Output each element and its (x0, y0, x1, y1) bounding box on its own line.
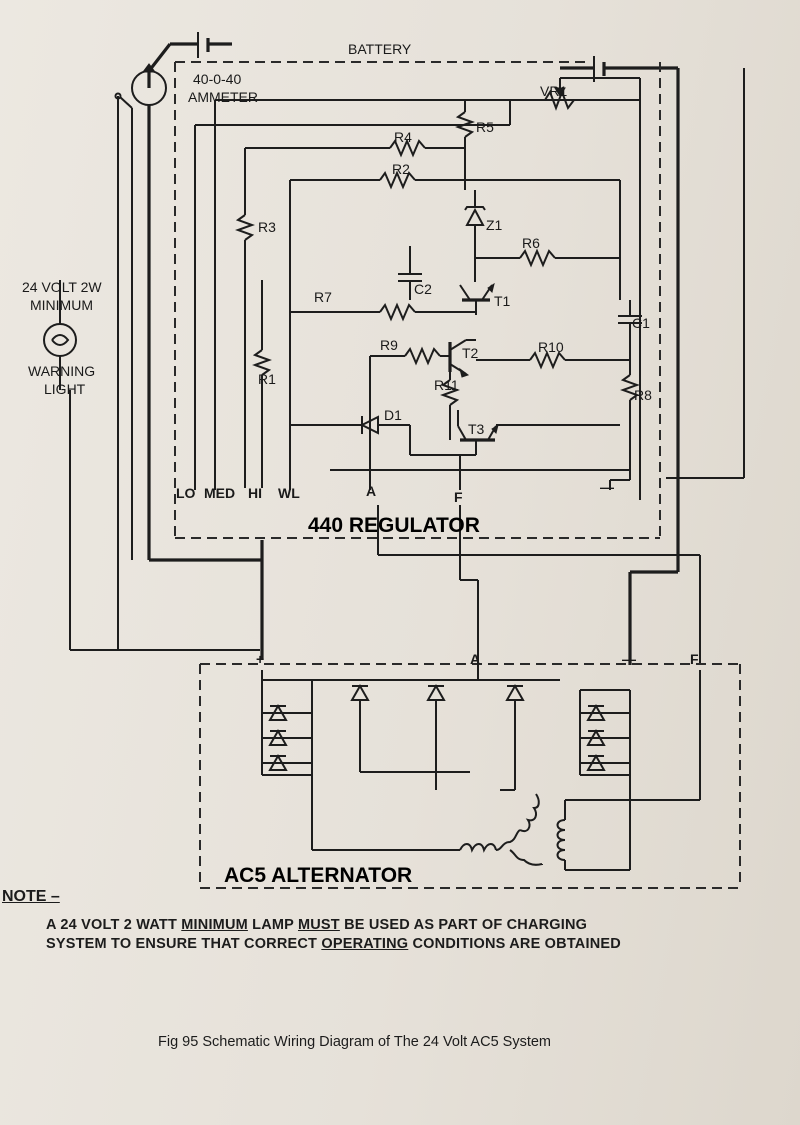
stator-winding-4 (509, 849, 543, 866)
terminal-minus: — (600, 479, 614, 495)
terminal-med: MED (204, 485, 235, 501)
t3-label: T3 (468, 421, 485, 437)
note-line2-operating: OPERATING (321, 936, 409, 952)
r7-resistor (379, 302, 416, 322)
terminal-a: A (366, 483, 376, 499)
r11-label: R11 (434, 377, 459, 393)
alternator-outline (199, 663, 741, 889)
r6-resistor (519, 248, 556, 268)
r4-label: R4 (394, 129, 412, 145)
regulator-title: 440 REGULATOR (308, 514, 480, 537)
r1-label: R1 (258, 371, 276, 387)
lamp-minimum-label: MINIMUM (30, 297, 93, 313)
terminal-f: F (454, 489, 463, 505)
r2-resistor (379, 170, 416, 190)
alternator-terminal-f: F (690, 651, 699, 667)
vr1-label: VR1 (540, 83, 567, 99)
r11-resistor (440, 379, 460, 406)
r6-label: R6 (522, 235, 540, 251)
stator-winding-1 (459, 843, 497, 853)
r5-label: R5 (476, 119, 494, 135)
note-line1-minimum: MINIMUM (181, 917, 248, 933)
t1-label: T1 (494, 293, 511, 309)
note-line2-c: CONDITIONS ARE OBTAINED (408, 936, 621, 952)
warning-light-icon (43, 323, 77, 357)
warning-lamp (43, 280, 77, 650)
d1-label: D1 (384, 407, 402, 423)
t2-label: T2 (462, 345, 479, 361)
c1-label: C1 (632, 315, 650, 331)
note-line1-must: MUST (297, 917, 340, 933)
alternator-circuit (261, 660, 701, 871)
rectifier-diode-5 (426, 683, 446, 701)
rectifier-diode-6 (505, 683, 525, 701)
stator-winding-3 (519, 793, 540, 832)
r7-label: R7 (314, 289, 332, 305)
ammeter-label: AMMETER (188, 89, 258, 105)
schematic-labels: BATTERY 40-0-40 AMMETER 24 VOLT 2W MINIM… (22, 41, 699, 887)
note-text: A 24 VOLT 2 WATT MINIMUM LAMP MUST BE US… (46, 916, 766, 954)
alternator-terminal-minus: — (622, 651, 636, 667)
ignition-switch-icon (119, 96, 133, 109)
terminal-wl: WL (278, 485, 300, 501)
r3-resistor (235, 214, 255, 241)
note-line1-e: BE USED AS PART OF CHARGING (339, 917, 588, 933)
lamp-spec-label: 24 VOLT 2W (22, 279, 102, 295)
r4-resistor (389, 138, 426, 158)
battery-circuit (114, 32, 678, 560)
alternator-terminal-a: A (470, 651, 480, 667)
c2-label: C2 (414, 281, 432, 297)
note-line1-c: LAMP (247, 917, 298, 933)
lamp-warning-label: WARNING (28, 363, 95, 379)
r2-label: R2 (392, 161, 410, 177)
r3-label: R3 (258, 219, 276, 235)
note-heading: NOTE – (2, 888, 60, 905)
harness-wires (70, 68, 745, 665)
regulator-circuit (194, 77, 642, 500)
ammeter-range-label: 40-0-40 (193, 71, 241, 87)
r8-label: R8 (634, 387, 652, 403)
z1-label: Z1 (486, 217, 503, 233)
terminal-hi: HI (248, 485, 262, 501)
alternator-title: AC5 ALTERNATOR (224, 864, 412, 887)
note-line1-a: A 24 VOLT 2 WATT (46, 917, 182, 933)
alternator-terminal-plus: + (256, 651, 264, 667)
r9-label: R9 (380, 337, 398, 353)
regulator-outline (174, 62, 661, 539)
r10-label: R10 (538, 339, 564, 355)
vr1-resistor (544, 89, 575, 111)
battery-label: BATTERY (348, 41, 412, 57)
field-coil (556, 819, 566, 861)
lamp-light-label: LIGHT (44, 381, 86, 397)
r1-resistor (252, 349, 272, 376)
r8-resistor (620, 374, 640, 401)
r9-resistor (404, 346, 441, 366)
figure-caption: Fig 95 Schematic Wiring Diagram of The 2… (158, 1034, 552, 1050)
stator-winding-2 (495, 829, 521, 851)
terminal-lo: LO (176, 485, 196, 501)
z1-zener (465, 207, 485, 226)
note-line2-a: SYSTEM TO ENSURE THAT CORRECT (46, 936, 322, 952)
rectifier-diode-4 (350, 683, 370, 701)
r10-resistor (529, 350, 566, 370)
